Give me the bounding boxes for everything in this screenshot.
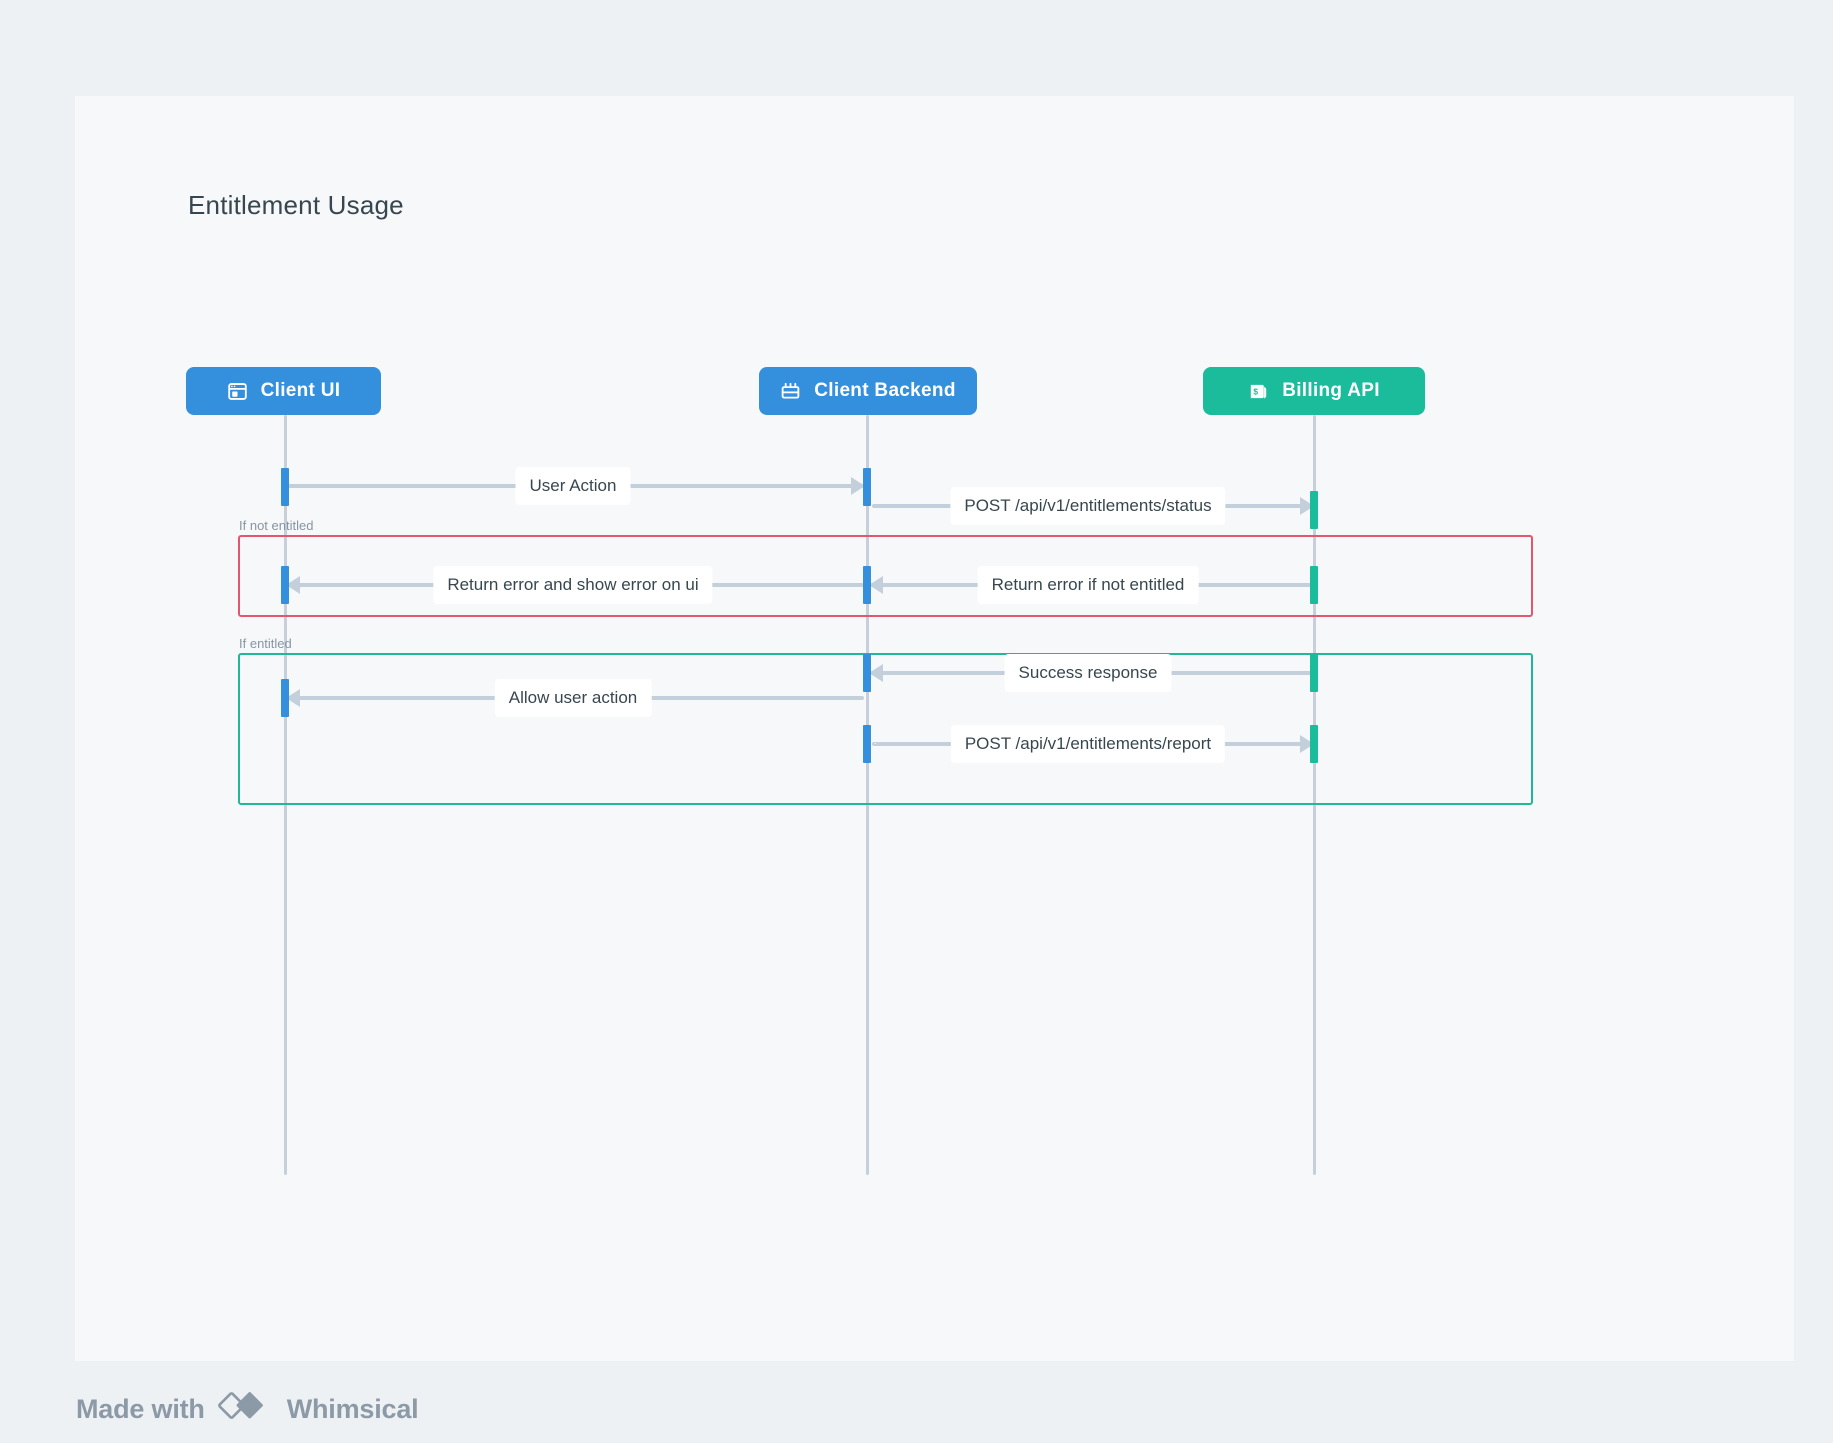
message-label-return-error-api: Return error if not entitled xyxy=(977,566,1199,604)
diagram-canvas xyxy=(75,96,1794,1361)
activation-client-ui-3 xyxy=(281,679,289,717)
made-with-label: Made with xyxy=(76,1393,205,1424)
message-label-return-error-ui: Return error and show error on ui xyxy=(433,566,713,604)
activation-client-ui-1 xyxy=(281,468,289,506)
brand-name-label: Whimsical xyxy=(286,1393,419,1424)
svg-text:$: $ xyxy=(1254,386,1259,396)
arrow-head-left-icon xyxy=(869,576,883,594)
activation-billing-api-2 xyxy=(1310,566,1318,604)
money-bill-icon: $ xyxy=(1248,381,1269,402)
whimsical-branding: Made with Whimsical xyxy=(76,1390,419,1428)
participant-client-backend[interactable]: Client Backend xyxy=(759,367,977,415)
page-title: Entitlement Usage xyxy=(188,190,404,220)
browser-window-icon xyxy=(227,381,248,402)
message-label-post-report: POST /api/v1/entitlements/report xyxy=(950,725,1226,763)
arrow-head-left-icon xyxy=(286,689,300,707)
arrow-head-left-icon xyxy=(869,664,883,682)
participant-client-ui[interactable]: Client UI xyxy=(186,367,381,415)
participant-billing-api[interactable]: $ Billing API xyxy=(1203,367,1425,415)
whimsical-diamond-logo-icon xyxy=(217,1390,275,1428)
lifeline-client-backend xyxy=(866,415,869,1175)
message-label-allow-user-action: Allow user action xyxy=(494,679,652,717)
message-label-success-response: Success response xyxy=(1004,654,1172,692)
message-label-post-status: POST /api/v1/entitlements/status xyxy=(950,487,1226,525)
fragment-label-entitled: If entitled xyxy=(239,636,292,651)
message-label-user-action: User Action xyxy=(515,467,631,505)
fragment-entitled xyxy=(238,653,1533,805)
activation-billing-api-1 xyxy=(1310,491,1318,529)
lifeline-billing-api xyxy=(1313,415,1316,1175)
participant-label-client-backend: Client Backend xyxy=(814,380,956,401)
arrow-head-right-icon xyxy=(851,477,865,495)
server-rack-icon xyxy=(780,381,801,402)
fragment-not-entitled xyxy=(238,535,1533,617)
arrow-head-left-icon xyxy=(286,576,300,594)
fragment-label-not-entitled: If not entitled xyxy=(239,518,314,533)
participant-label-client-ui: Client UI xyxy=(260,380,341,401)
activation-client-backend-3 xyxy=(863,654,871,692)
activation-billing-api-3 xyxy=(1310,654,1318,692)
participant-label-billing-api: Billing API xyxy=(1282,380,1380,401)
activation-client-backend-2 xyxy=(863,566,871,604)
activation-billing-api-4 xyxy=(1310,725,1318,763)
activation-client-backend-4 xyxy=(863,725,871,763)
activation-client-ui-2 xyxy=(281,566,289,604)
activation-client-backend-1 xyxy=(863,468,871,506)
lifeline-client-ui xyxy=(284,415,287,1175)
